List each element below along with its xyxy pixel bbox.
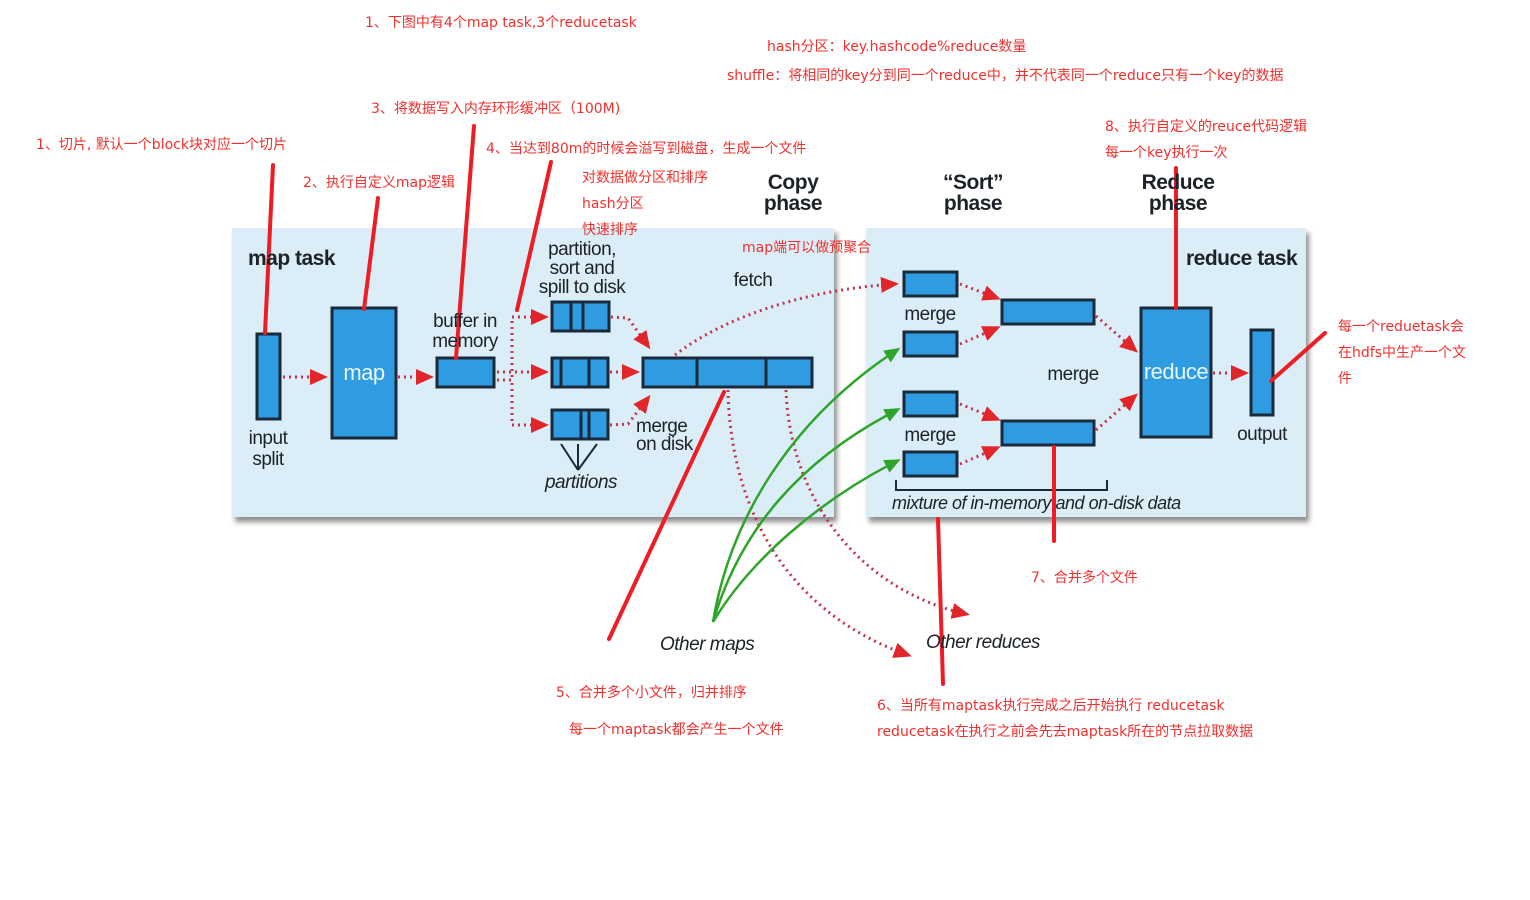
copy-phase-line2: phase	[763, 192, 823, 215]
merge-on-disk-label: merge on disk	[636, 416, 702, 455]
annotation-4-partition-sort: 对数据做分区和排序	[582, 170, 708, 186]
pointer-6-reduce-start	[936, 517, 945, 686]
mixture-label: mixture of in-memory and on-disk data	[892, 493, 1181, 513]
copy-phase-label: Copy phase	[758, 172, 828, 214]
spill-label: partition, sort and spill to disk	[534, 240, 630, 297]
buffer-label: buffer in memory	[424, 312, 506, 352]
annotation-6-fetch: reducetask在执行之前会先去maptask所在的节点拉取数据	[877, 724, 1254, 740]
fetched-segment-4	[902, 450, 959, 478]
reduce-box	[1139, 306, 1213, 439]
merge-on-disk-line2: on disk	[636, 434, 693, 455]
sort-phase-label: “Sort” phase	[938, 172, 1008, 214]
annotation-output-line1: 每一个reduetask会	[1338, 319, 1464, 335]
pointer-2-map	[362, 196, 380, 311]
annotation-combine: map端可以做预聚合	[742, 240, 872, 256]
output-box	[1249, 328, 1275, 417]
spill-file-1	[550, 300, 611, 333]
reduce-box-label: reduce	[1143, 359, 1209, 384]
annotation-8-reduce: 8、执行自定义的reuce代码逻辑	[1105, 119, 1308, 135]
pointer-5-merge	[607, 390, 726, 641]
merged-segment-top	[1000, 298, 1096, 326]
reduce-phase-label: Reduce phase	[1140, 172, 1216, 214]
spill-line2: sort and	[549, 258, 615, 279]
sort-phase-line1: “Sort”	[943, 171, 1004, 194]
reduce-task-title: reduce task	[1186, 247, 1298, 270]
reduce-flow-arrows	[959, 282, 1249, 466]
merge-center-label: merge	[1047, 364, 1099, 385]
input-split-box	[255, 332, 282, 421]
annotation-output-line3: 件	[1338, 371, 1352, 387]
spill-file-2	[550, 356, 610, 389]
input-split-line1: input	[248, 428, 288, 449]
partitions-pointer-arrows	[560, 443, 598, 471]
reduce-phase-line1: Reduce	[1141, 171, 1215, 194]
map-task-title: map task	[248, 247, 336, 270]
buffer-line1: buffer in	[433, 311, 497, 332]
other-maps-label: Other maps	[660, 634, 755, 655]
annotation-6-start: 6、当所有maptask执行完成之后开始执行 reducetask	[877, 698, 1225, 714]
merge-top-label: merge	[904, 304, 956, 325]
pointer-3-buffer	[454, 124, 476, 360]
annotation-pointers	[263, 124, 1327, 686]
annotation-2-map: 2、执行自定义map逻辑	[303, 175, 456, 191]
pointer-4-spill	[515, 160, 553, 312]
annotation-shuffle: shuffle：将相同的key分到同一个reduce中，并不代表同一个reduc…	[727, 68, 1284, 84]
annotation-4-quicksort: 快速排序	[582, 222, 638, 238]
spill-file-3	[550, 408, 610, 441]
annotation-8-per-key: 每一个key执行一次	[1105, 145, 1228, 161]
fetch-label: fetch	[733, 270, 773, 291]
buffer-box	[435, 356, 496, 389]
annotation-output: 每一个reduetask会 在hdfs中生产一个文 件	[1338, 314, 1466, 392]
reduce-phase-line2: phase	[1148, 192, 1208, 215]
annotation-output-line2: 在hdfs中生产一个文	[1338, 345, 1466, 361]
copy-phase-line1: Copy	[767, 171, 819, 194]
fetched-segment-2	[902, 330, 959, 358]
pointer-1-input-split	[263, 163, 275, 335]
merged-segment-bottom	[1000, 419, 1096, 447]
input-split-label: input split	[240, 428, 296, 470]
spill-line3: spill to disk	[538, 277, 626, 298]
annotation-5-per-maptask: 每一个maptask都会产生一个文件	[569, 722, 784, 738]
partitions-label: partitions	[544, 472, 618, 493]
annotation-hash-partition: hash分区：key.hashcode%reduce数量	[767, 39, 1027, 55]
annotation-1-split: 1、切片, 默认一个block块对应一个切片	[36, 137, 287, 153]
annotation-7-merge: 7、合并多个文件	[1031, 570, 1138, 586]
buffer-line2: memory	[432, 331, 498, 352]
merged-map-output	[641, 356, 814, 389]
annotation-4-hash: hash分区	[582, 196, 644, 212]
input-split-line2: split	[252, 449, 284, 470]
annotation-5-merge: 5、合并多个小文件，归并排序	[556, 685, 747, 701]
annotation-4-spill: 4、当达到80m的时候会溢写到磁盘，生成一个文件	[486, 141, 807, 157]
merge-bottom-label: merge	[904, 425, 956, 446]
mixture-bracket	[895, 480, 1108, 491]
output-label: output	[1237, 424, 1287, 445]
spill-line1: partition,	[548, 239, 616, 260]
sort-phase-line2: phase	[943, 192, 1003, 215]
annotation-3-buffer: 3、将数据写入内存环形缓冲区（100M)	[371, 101, 621, 117]
fetched-segment-3	[902, 390, 959, 418]
other-maps-fetch-arrows	[711, 347, 901, 623]
map-box-label: map	[343, 360, 385, 385]
map-flow-arrows	[283, 276, 970, 658]
annotation-task-count: 1、下图中有4个map task,3个reducetask	[365, 15, 637, 31]
merge-on-disk-line1: merge	[636, 416, 688, 437]
fetched-segment-1	[902, 270, 959, 298]
pointer-output	[1269, 331, 1327, 383]
other-reduces-label: Other reduces	[926, 632, 1040, 653]
